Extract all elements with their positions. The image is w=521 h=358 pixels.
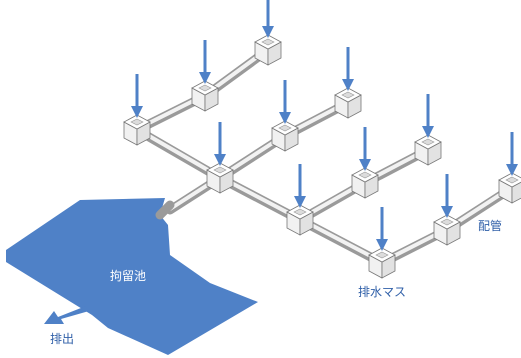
discharge-label: 排出 [50, 332, 74, 346]
drain-basin [414, 134, 442, 166]
down-arrow-icon [376, 207, 388, 251]
retention-pond-shape [6, 198, 258, 355]
outflow-arrow-icon [44, 306, 89, 324]
down-arrow-icon [506, 132, 518, 176]
down-arrow-icon [279, 80, 291, 124]
down-arrow-icon [342, 47, 354, 91]
down-arrow-icon [131, 74, 143, 118]
pipe-label: 配管 [478, 218, 502, 233]
drain-basin [433, 214, 461, 246]
drain-basin [254, 34, 282, 66]
down-arrow-icon [359, 127, 371, 171]
drain-basin [206, 162, 234, 194]
drain-basin [123, 114, 151, 146]
down-arrow-icon [262, 0, 274, 38]
drain-basins [123, 34, 521, 279]
pipe-highlight [135, 127, 222, 179]
drain-basin [334, 87, 362, 119]
down-arrow-icon [422, 94, 434, 138]
down-arrow-icon [294, 164, 306, 208]
drain-basin [191, 80, 219, 112]
retention-pond-label: 拘留池 [110, 269, 146, 283]
down-arrow-icon [441, 174, 453, 218]
drain-basin [351, 167, 379, 199]
drain-basin [286, 204, 314, 236]
pipe-highlight [298, 217, 384, 264]
drain-basin-label: 排水マス [358, 285, 406, 299]
pipe-outlet [155, 200, 175, 220]
inflow-arrows [131, 0, 518, 251]
down-arrow-icon [214, 122, 226, 166]
drain-basin [368, 247, 396, 279]
drain-basin [271, 120, 299, 152]
down-arrow-icon [199, 40, 211, 84]
